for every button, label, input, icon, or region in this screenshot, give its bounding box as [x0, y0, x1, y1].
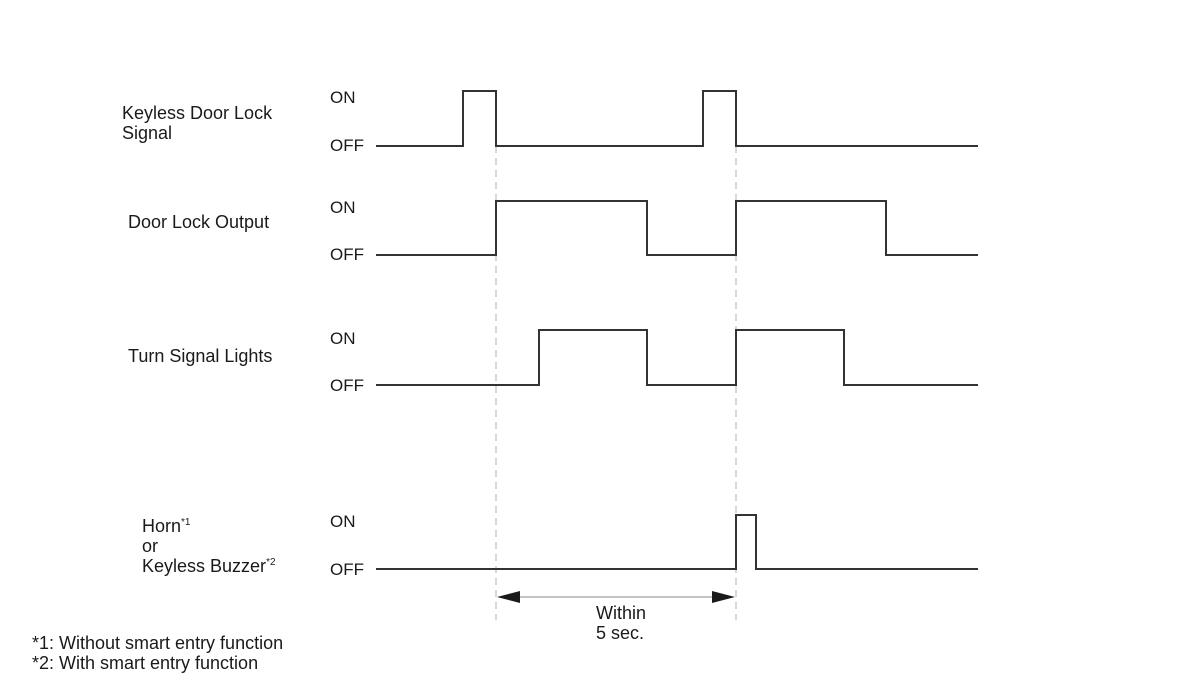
signal-label-keyless-door-lock: Keyless Door Lock Signal — [122, 103, 272, 143]
interval-label-line: Within — [596, 603, 647, 623]
footnote: *2: With smart entry function — [32, 653, 259, 673]
interval-label: Within 5 sec. — [596, 603, 646, 643]
signal-label-line: or — [142, 536, 159, 556]
on-label: ON — [330, 88, 356, 107]
on-label: ON — [330, 512, 356, 531]
footnotes: *1: Without smart entry function *2: Wit… — [32, 633, 283, 673]
signal-label-line: Keyless Buzzer*2 — [142, 556, 276, 576]
signal-label-text: Keyless Buzzer — [142, 556, 267, 576]
signal-label-turn-signal-lights: Turn Signal Lights — [128, 346, 272, 366]
off-label: OFF — [330, 136, 364, 155]
on-label: ON — [330, 329, 356, 348]
signal-label-line: Horn*1 — [142, 516, 276, 536]
footnote: *1: Without smart entry function — [32, 633, 284, 653]
footnote-mark: *2 — [266, 557, 276, 568]
footnote-mark: *1 — [181, 517, 191, 528]
waveform-door-lock-output — [376, 200, 978, 256]
waveform-turn-signal-lights — [376, 329, 978, 386]
off-label: OFF — [330, 245, 364, 264]
arrow-right-icon — [712, 591, 735, 603]
signal-label-line: Keyless Door Lock — [122, 103, 273, 123]
off-label: OFF — [330, 376, 364, 395]
interval-label-line: 5 sec. — [596, 623, 645, 643]
waveform-keyless-door-lock-signal — [376, 90, 978, 147]
signal-label-line: Turn Signal Lights — [128, 346, 273, 366]
waveform-horn-buzzer — [376, 514, 978, 570]
signal-label-text: Horn — [142, 516, 182, 536]
arrow-left-icon — [497, 591, 520, 603]
signal-label-horn-buzzer: Horn*1 or Keyless Buzzer*2 — [142, 516, 276, 576]
signal-label-door-lock-output: Door Lock Output — [128, 212, 269, 232]
off-label: OFF — [330, 560, 364, 579]
signal-label-line: Door Lock Output — [128, 212, 270, 232]
signal-label-line: Signal — [122, 123, 173, 143]
on-label: ON — [330, 198, 356, 217]
